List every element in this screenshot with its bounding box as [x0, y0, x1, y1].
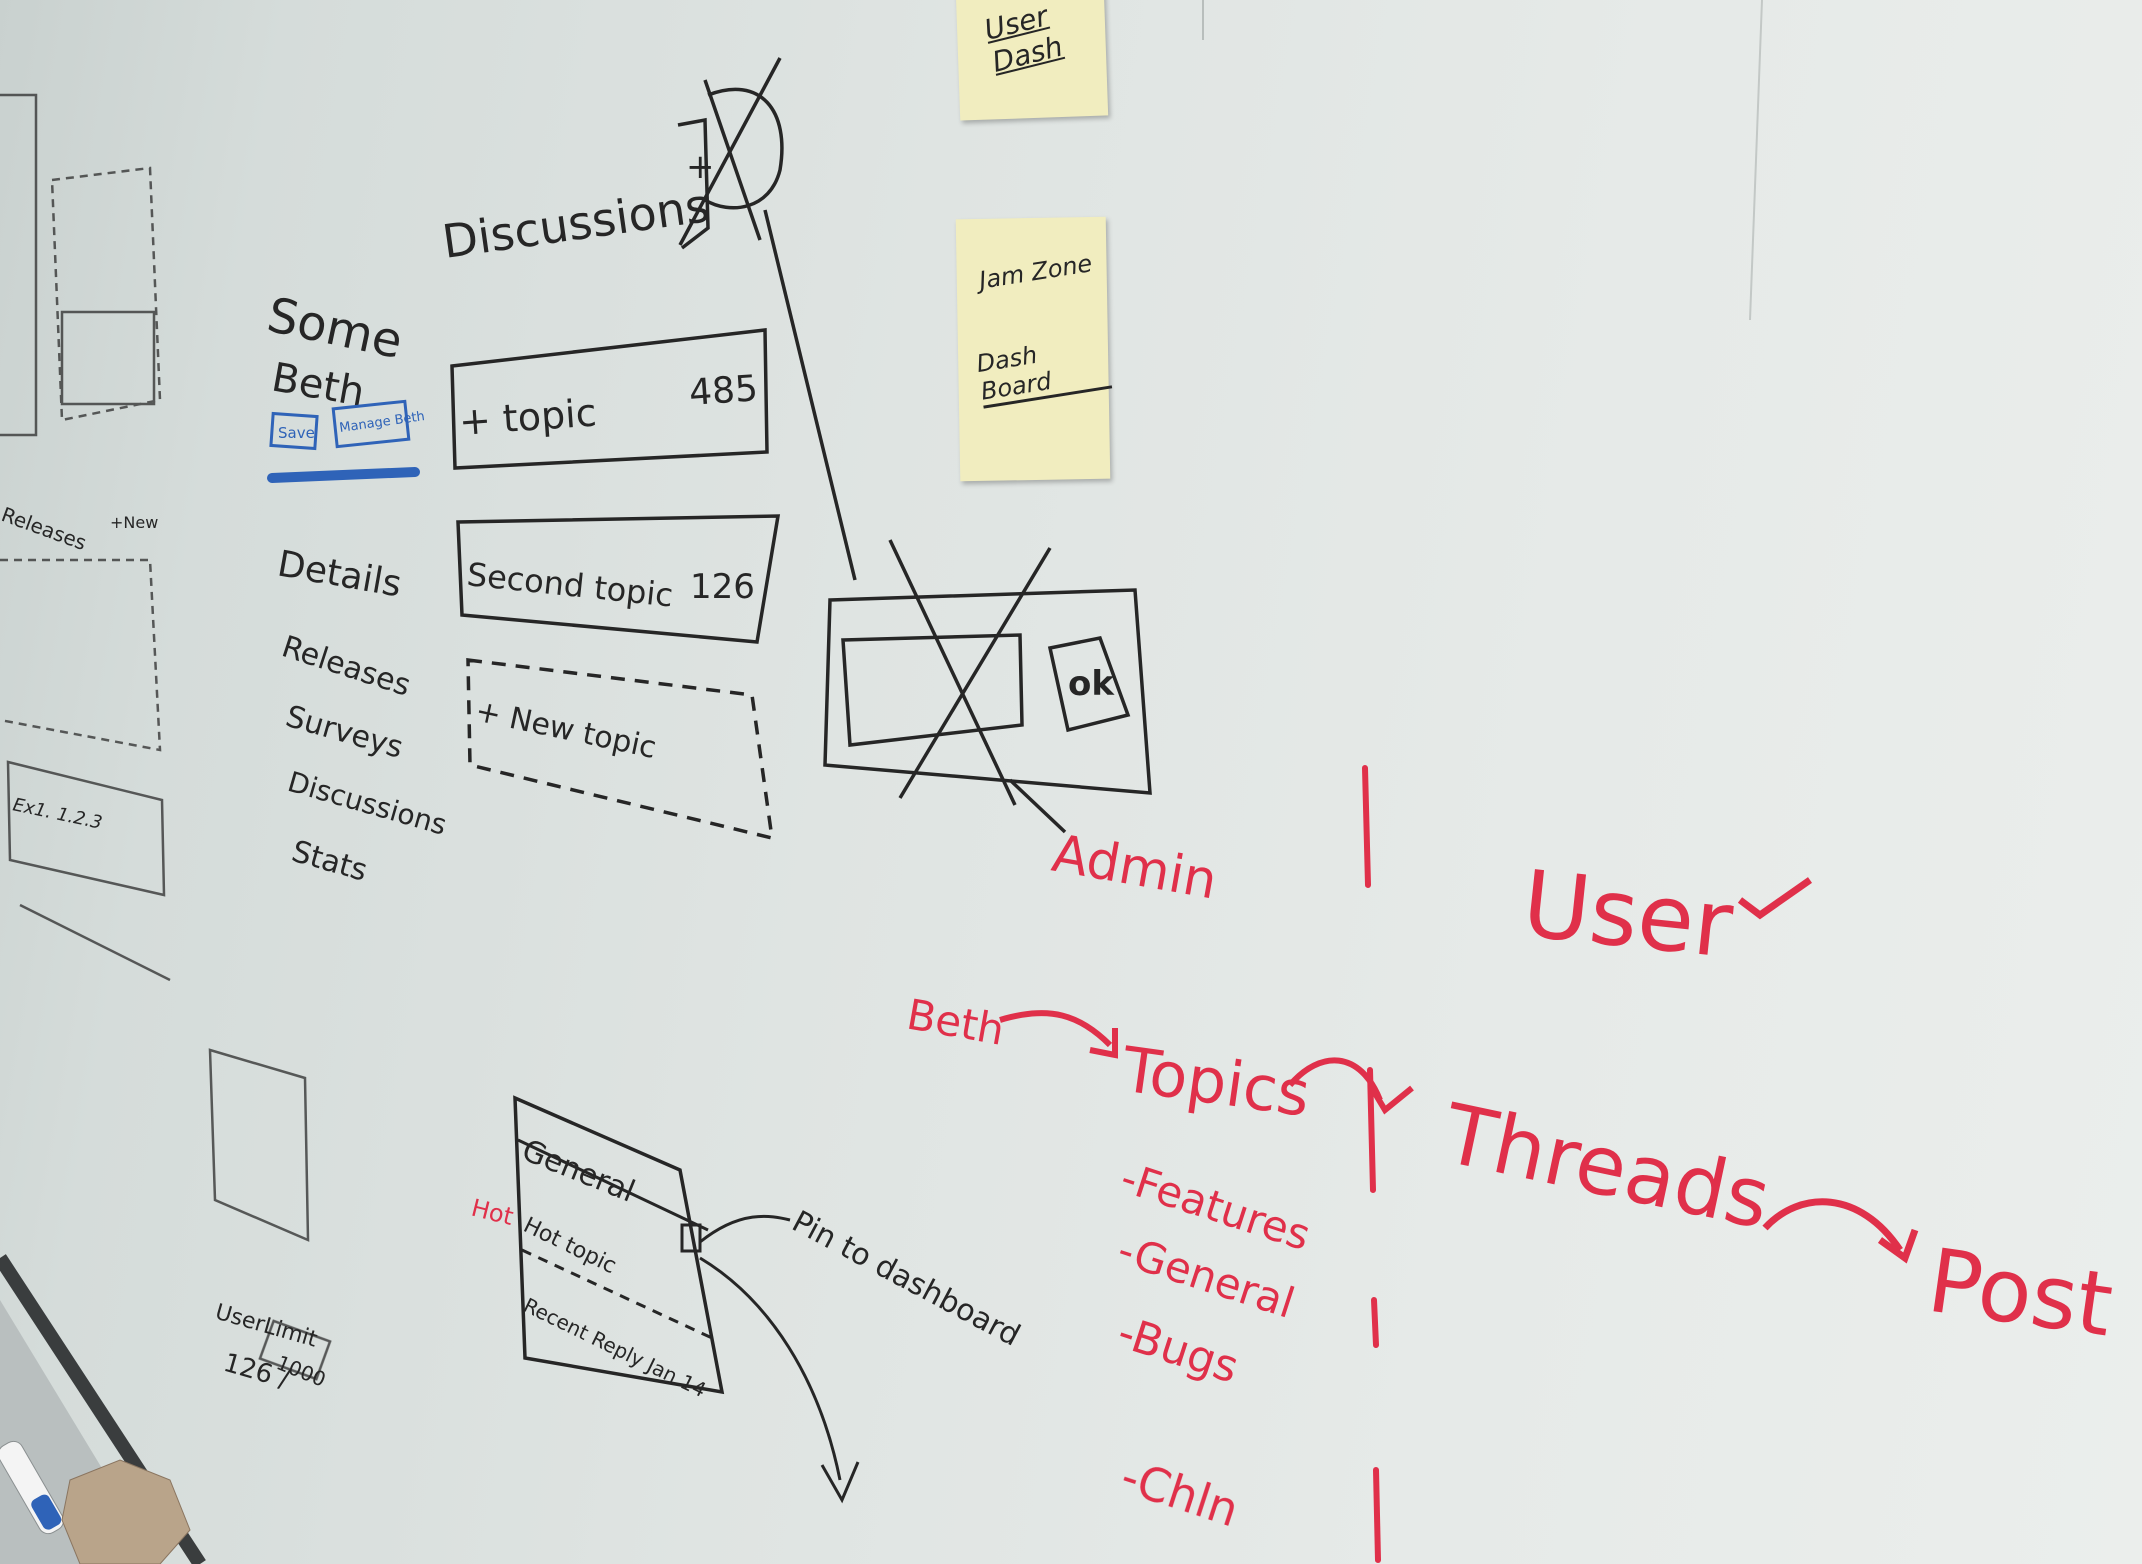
pin-annotation: Pin to dashboard [786, 1204, 1026, 1354]
pin-icon [680, 1223, 702, 1253]
beth-label: Beth [903, 990, 1008, 1055]
crossed-dialog-sketch [823, 539, 1152, 834]
ok-button-label: ok [1068, 664, 1115, 704]
save-button-label: Save [278, 424, 315, 442]
pin-arrow [699, 1214, 791, 1244]
topics-label: Topics [1117, 1032, 1315, 1131]
threads-to-posts-arrow [1762, 1198, 1903, 1252]
general-card-frame [513, 1095, 725, 1395]
new-topic-label: + New topic [472, 694, 659, 766]
divider-line [1362, 765, 1381, 1563]
nav-item-stats: Stats [288, 834, 371, 889]
crumpled-paper-icon [61, 1459, 191, 1564]
left-releases-label: Releases [0, 502, 90, 555]
topic-child-chln: -Chln [1115, 1449, 1246, 1537]
nav-item-details: Details [274, 543, 404, 605]
topic-2-count: 126 [690, 567, 755, 607]
admin-label: Admin [1048, 824, 1222, 912]
blue-underline [267, 467, 420, 483]
left-version-label: Ex1. 1.2.3 [11, 794, 104, 833]
hot-topic-row: Hot topic [519, 1213, 620, 1279]
manage-button-sketch [331, 399, 411, 449]
recent-reply-row: Recent Reply Jan 14 [520, 1293, 710, 1402]
topic-2-label: Second topic [465, 555, 675, 614]
marker-cap-icon [31, 1494, 62, 1530]
topic-1-label: + topic [458, 390, 598, 443]
beth-to-topics-arrow [999, 1010, 1113, 1048]
hot-label: Hot [469, 1194, 517, 1231]
discussions-heading: Discussions [439, 178, 712, 269]
topic-1-count: 485 [688, 368, 759, 414]
nav-item-releases: Releases [278, 629, 415, 703]
svg-text:+: + [686, 147, 715, 187]
nav-item-surveys: Surveys [282, 699, 407, 766]
threads-label: Threads [1435, 1086, 1778, 1248]
topic-box-1 [450, 328, 769, 470]
new-topic-box [466, 658, 775, 841]
user-label: User [1518, 850, 1738, 978]
topic-child-bugs: -Bugs [1112, 1307, 1245, 1394]
user-checkmark-icon [1737, 877, 1813, 920]
pin-curve-arrow [699, 1256, 842, 1481]
save-button-sketch [269, 411, 319, 451]
crossed-plus-icon: + [677, 57, 857, 581]
left-new-label: +New [110, 513, 158, 532]
topic-box-2 [456, 514, 781, 644]
posts-label: Post [1922, 1229, 2119, 1357]
nav-item-discussions: Discussions [284, 765, 450, 842]
